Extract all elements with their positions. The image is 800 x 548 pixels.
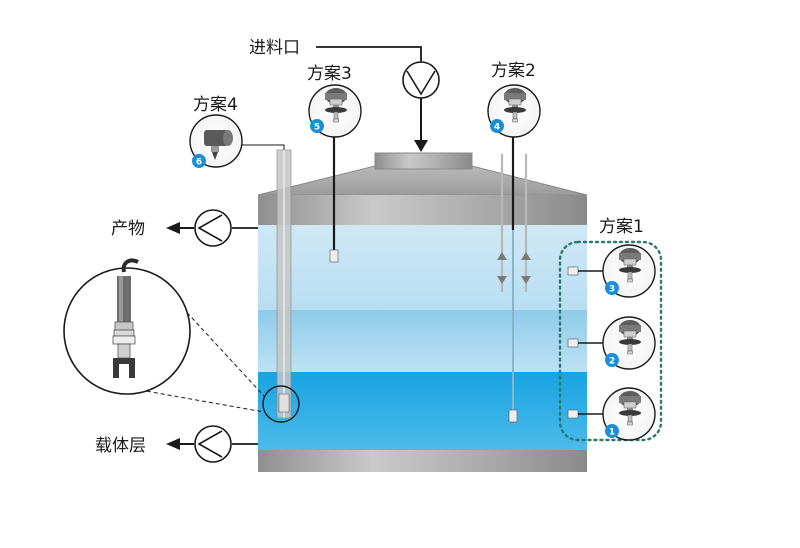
liquid-upper-layer — [258, 225, 587, 310]
carrier-outlet: 载体层 — [95, 425, 258, 463]
carrier-arrow-icon — [166, 438, 180, 450]
scheme-4-detail-marker — [262, 385, 300, 423]
scheme-2: 方案2 4 — [487, 61, 541, 423]
inlet-pump-icon — [402, 61, 440, 99]
product-pump-icon — [194, 209, 232, 247]
badge-1 — [605, 424, 619, 438]
scheme-3: 方案3 5 — [307, 64, 362, 263]
scheme-1: 方案1 3 2 1 — [558, 217, 663, 442]
scheme-2-travel-arrows-icon — [497, 252, 531, 284]
badge-5 — [310, 119, 324, 133]
product-outlet: 产物 — [111, 209, 258, 247]
scheme-4-zoom-view — [63, 258, 191, 395]
tank-bottom-band — [258, 450, 587, 472]
scheme-4: 方案4 6 — [63, 95, 300, 423]
badge-2-number: 2 — [609, 357, 615, 367]
scheme-1-group-frame — [558, 240, 663, 442]
product-label: 产物 — [111, 219, 145, 239]
inlet-feed: 进料口 — [249, 38, 440, 152]
badge-5-number: 5 — [314, 123, 320, 133]
scheme-1-unit-3: 3 — [567, 244, 656, 298]
carrier-label: 载体层 — [95, 436, 146, 456]
badge-3-number: 3 — [609, 285, 615, 295]
liquid-middle-layer — [258, 310, 587, 372]
scheme-2-label: 方案2 — [491, 61, 536, 81]
scheme-4-sensor-icon — [204, 130, 233, 160]
scheme-1-unit-1: 1 — [567, 387, 656, 441]
badge-4 — [490, 119, 504, 133]
badge-4-number: 4 — [494, 123, 500, 133]
badge-6 — [192, 154, 206, 168]
carrier-pump-icon — [194, 425, 232, 463]
scheme-4-label: 方案4 — [193, 95, 238, 115]
scheme-1-label: 方案1 — [599, 217, 644, 237]
scheme-3-label: 方案3 — [307, 64, 352, 84]
inlet-arrow-icon — [414, 140, 428, 152]
badge-1-number: 1 — [609, 428, 615, 438]
badge-3 — [605, 281, 619, 295]
tank-roof — [257, 165, 588, 196]
tank-inlet-collar — [374, 152, 473, 170]
tank-top-band — [258, 195, 587, 225]
scheme-1-unit-2: 2 — [567, 316, 656, 370]
badge-6-number: 6 — [196, 158, 202, 168]
tank — [257, 152, 588, 472]
badge-2 — [605, 353, 619, 367]
liquid-lower-layer — [258, 372, 587, 450]
product-arrow-icon — [166, 222, 180, 234]
inlet-label: 进料口 — [249, 38, 300, 58]
